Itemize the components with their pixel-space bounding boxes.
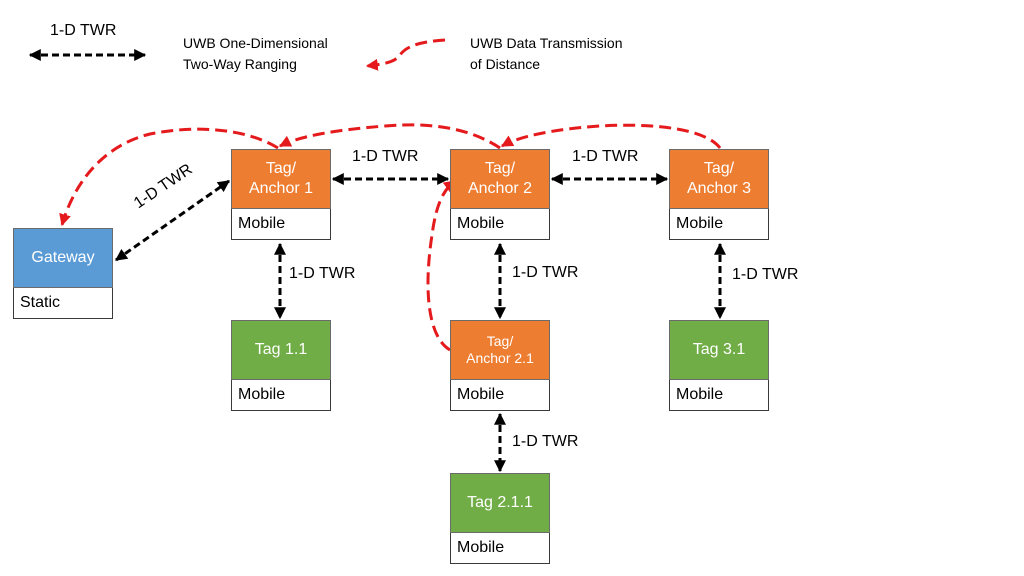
node-anchor-2-status: Mobile bbox=[450, 209, 550, 240]
link-gateway-anchor1 bbox=[115, 179, 230, 262]
node-gateway-label: Gateway bbox=[13, 228, 113, 288]
node-tag-1-1-status: Mobile bbox=[231, 380, 331, 411]
node-tag-1-1-label: Tag 1.1 bbox=[231, 320, 331, 380]
link-label-anchor2-anchor3: 1-D TWR bbox=[572, 148, 639, 165]
node-anchor-2-1-status: Mobile bbox=[450, 380, 550, 411]
link-label-anchor1-anchor2: 1-D TWR bbox=[352, 148, 419, 165]
node-tag-2-1-1-label: Tag 2.1.1 bbox=[450, 473, 550, 533]
node-gateway: Gateway Static bbox=[13, 228, 113, 319]
legend-twr-label: 1-D TWR bbox=[50, 22, 117, 39]
link-label-anchor1-tag11: 1-D TWR bbox=[289, 265, 356, 282]
data-anchor2-anchor1 bbox=[278, 123, 501, 150]
link-label-anchor2-anchor21: 1-D TWR bbox=[512, 264, 579, 281]
node-anchor-2: Tag/ Anchor 2 Mobile bbox=[450, 149, 550, 240]
data-anchor3-anchor2 bbox=[500, 123, 722, 149]
link-label-anchor21-tag211: 1-D TWR bbox=[512, 433, 579, 450]
node-tag-3-1: Tag 3.1 Mobile bbox=[669, 320, 769, 411]
node-anchor-3: Tag/ Anchor 3 Mobile bbox=[669, 149, 769, 240]
node-anchor-2-label: Tag/ Anchor 2 bbox=[450, 149, 550, 209]
legend-data-description: UWB Data Transmission of Distance bbox=[470, 35, 623, 72]
node-anchor-1: Tag/ Anchor 1 Mobile bbox=[231, 149, 331, 240]
node-tag-3-1-label: Tag 3.1 bbox=[669, 320, 769, 380]
node-tag-1-1: Tag 1.1 Mobile bbox=[231, 320, 331, 411]
node-anchor-1-label: Tag/ Anchor 1 bbox=[231, 149, 331, 209]
node-anchor-2-1: Tag/ Anchor 2.1 Mobile bbox=[450, 320, 550, 411]
data-anchor1-gateway bbox=[59, 127, 279, 227]
node-tag-2-1-1: Tag 2.1.1 Mobile bbox=[450, 473, 550, 564]
node-anchor-2-1-label: Tag/ Anchor 2.1 bbox=[450, 320, 550, 380]
node-anchor-1-status: Mobile bbox=[231, 209, 331, 240]
data-anchor21-anchor2 bbox=[426, 179, 456, 352]
link-label-anchor3-tag31: 1-D TWR bbox=[732, 266, 799, 283]
legend-data-arrow bbox=[365, 38, 446, 71]
node-tag-3-1-status: Mobile bbox=[669, 380, 769, 411]
legend-twr-description: UWB One-Dimensional Two-Way Ranging bbox=[183, 35, 328, 72]
node-anchor-3-label: Tag/ Anchor 3 bbox=[669, 149, 769, 209]
node-gateway-status: Static bbox=[13, 288, 113, 319]
node-anchor-3-status: Mobile bbox=[669, 209, 769, 240]
node-tag-2-1-1-status: Mobile bbox=[450, 533, 550, 564]
